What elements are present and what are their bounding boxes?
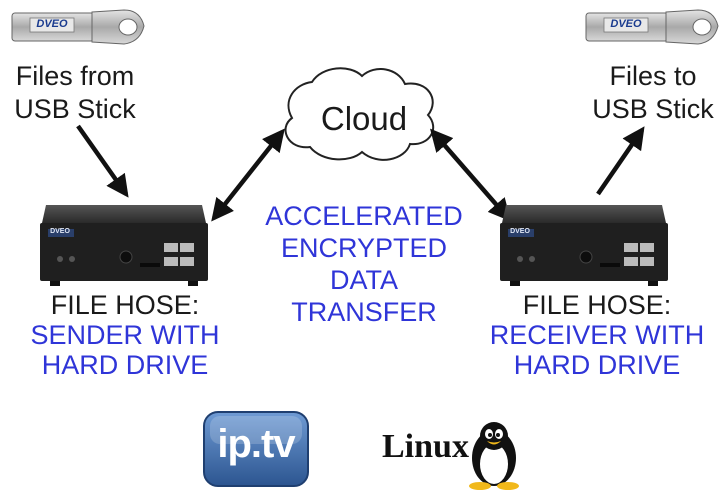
tux-penguin-icon [469, 422, 519, 490]
arrow-cloud-receiver [430, 128, 511, 222]
transfer-line1: ACCELERATED [265, 201, 463, 231]
usb-right-logo-text: DVEO [610, 18, 642, 30]
transfer-line3: DATA [329, 265, 398, 295]
cloud-shape [284, 67, 435, 161]
right-usb-caption: Files to USB Stick [578, 60, 728, 126]
right-usb-caption-line2: USB Stick [592, 94, 714, 124]
receiver-label-line2: RECEIVER WITH [489, 320, 705, 350]
right-usb-caption-line1: Files to [609, 61, 697, 91]
receiver-device-label: DVEO [510, 228, 530, 235]
iptv-logo-text: ip.tv [217, 422, 295, 466]
sender-label-line2: SENDER WITH [30, 320, 220, 350]
usb-left-logo-text: DVEO [36, 18, 68, 30]
sender-label-line1: FILE HOSE: [50, 290, 200, 320]
usb-stick-left-icon [11, 9, 145, 45]
arrow-receiver-to-usb [596, 126, 645, 196]
arrow-sender-cloud [211, 128, 285, 222]
transfer-description: ACCELERATED ENCRYPTED DATA TRANSFER [234, 200, 494, 328]
cloud-label: Cloud [320, 100, 408, 137]
receiver-label-line1: FILE HOSE: [522, 290, 672, 320]
receiver-device-icon [500, 205, 668, 286]
sender-device-label: DVEO [50, 228, 70, 235]
left-usb-caption: Files from USB Stick [0, 60, 150, 126]
linux-logo-text: Linux [382, 428, 469, 465]
left-usb-caption-line2: USB Stick [14, 94, 136, 124]
iptv-logo [203, 411, 309, 487]
usb-stick-right-icon [585, 9, 719, 45]
sender-device-icon [40, 205, 208, 286]
receiver-label-line3: HARD DRIVE [513, 350, 681, 380]
transfer-line4: TRANSFER [291, 297, 437, 327]
sender-label-line3: HARD DRIVE [41, 350, 209, 380]
left-usb-caption-line1: Files from [15, 61, 135, 91]
sender-label: FILE HOSE: SENDER WITH HARD DRIVE [0, 290, 250, 380]
transfer-line2: ENCRYPTED [280, 233, 448, 263]
arrow-usb-to-sender [76, 124, 129, 198]
receiver-label: FILE HOSE: RECEIVER WITH HARD DRIVE [466, 290, 728, 380]
